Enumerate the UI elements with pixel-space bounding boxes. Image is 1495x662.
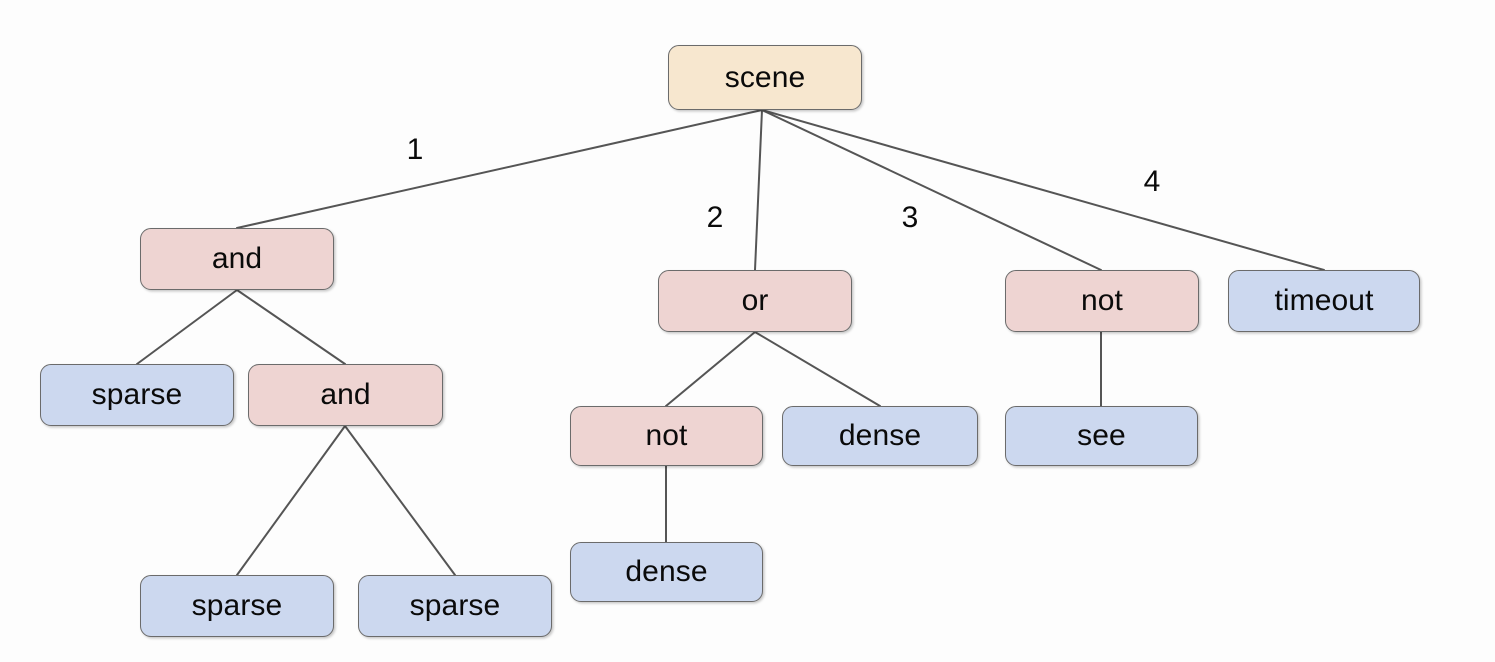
tree-node-label: see: [1077, 419, 1126, 452]
tree-edge: [136, 289, 238, 365]
tree-edge: [665, 331, 756, 407]
tree-node-not1[interactable]: not: [1005, 270, 1199, 332]
edge-label-3: 3: [901, 201, 919, 234]
tree-node-or1[interactable]: or: [658, 270, 852, 332]
tree-node-label: scene: [724, 60, 806, 94]
tree-node-label: dense: [838, 419, 922, 452]
tree-node-sparse1[interactable]: sparse: [40, 364, 234, 426]
tree-node-label: and: [320, 378, 371, 411]
tree-node-dense2[interactable]: dense: [570, 542, 763, 602]
tree-edge: [754, 331, 881, 407]
tree-edge: [754, 109, 763, 271]
tree-node-label: not: [645, 419, 688, 452]
tree-node-sparse2[interactable]: sparse: [140, 575, 334, 637]
tree-node-label: and: [211, 242, 263, 275]
tree-edge: [761, 109, 1102, 271]
tree-node-not2[interactable]: not: [570, 406, 763, 466]
edge-label-4: 4: [1143, 165, 1161, 198]
tree-node-label: timeout: [1274, 284, 1374, 317]
tree-node-scene[interactable]: scene: [668, 45, 862, 110]
edge-label-1: 1: [406, 133, 424, 166]
tree-node-see1[interactable]: see: [1005, 406, 1198, 466]
tree-node-label: sparse: [91, 378, 183, 411]
tree-edge: [236, 109, 763, 229]
edge-label-2: 2: [706, 201, 724, 234]
tree-edge: [236, 289, 346, 365]
tree-edge: [236, 425, 346, 576]
tree-node-and1[interactable]: and: [140, 228, 334, 290]
tree-node-label: sparse: [409, 589, 501, 622]
tree-node-label: dense: [625, 555, 708, 588]
tree-edge: [761, 109, 1325, 271]
tree-node-sparse3[interactable]: sparse: [358, 575, 552, 637]
tree-edge: [344, 425, 456, 576]
tree-node-timeout1[interactable]: timeout: [1228, 270, 1420, 332]
tree-node-label: sparse: [191, 589, 283, 622]
tree-node-and2[interactable]: and: [248, 364, 443, 426]
tree-node-label: or: [741, 284, 769, 317]
tree-node-label: not: [1080, 284, 1123, 317]
tree-node-dense1[interactable]: dense: [782, 406, 978, 466]
